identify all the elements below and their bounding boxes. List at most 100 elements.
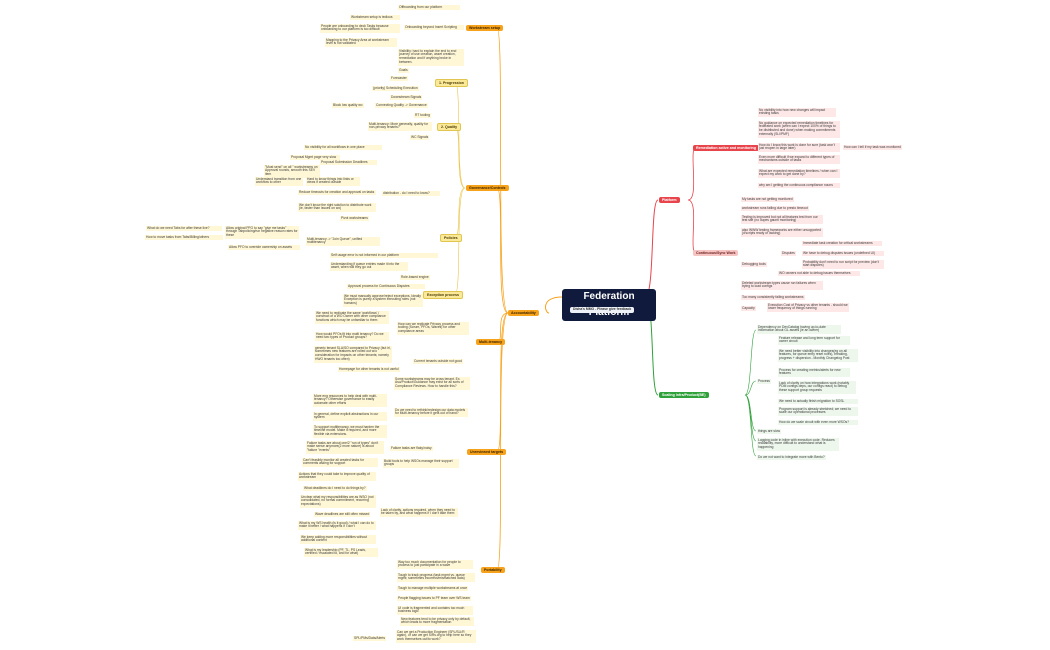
list-item: Proposal Submission Deadlines bbox=[320, 160, 377, 165]
list-item: Wave deadlines are still often missed bbox=[314, 511, 371, 517]
list-item: Mapping to the Privacy Area at workstrea… bbox=[325, 38, 397, 47]
list-item: distribution - do I need to know? bbox=[382, 191, 440, 196]
list-item: How to move tasks from Tabs/Billing/othe… bbox=[145, 235, 223, 240]
root-subtitle: Disha's MMO - Please give feedback bbox=[570, 307, 635, 313]
list-item: Immediate task creation for critical wor… bbox=[802, 241, 882, 246]
subgroup-progression[interactable]: 1. Progression bbox=[435, 79, 468, 88]
list-item: What are expected remediation timelines … bbox=[758, 169, 840, 178]
list-item: Role-based engine bbox=[400, 274, 430, 280]
list-item: SPL/PMs/Data/Alerts bbox=[353, 635, 386, 641]
list-item: New features tend to be privacy only by … bbox=[400, 617, 474, 626]
list-item: Probability don't need to run script for… bbox=[802, 260, 884, 269]
group-multi-tenancy[interactable]: Multi-tenancy bbox=[476, 339, 506, 346]
group-workstream-setup[interactable]: Workstream setup bbox=[466, 25, 504, 32]
list-item: "Must send" on all " workstreams on Appr… bbox=[264, 165, 320, 178]
list-item: Testing is improved but not all features… bbox=[741, 215, 823, 224]
list-item: Block low quality wo bbox=[332, 102, 364, 108]
list-item: Disputes bbox=[781, 250, 796, 256]
list-item: Goals bbox=[398, 67, 409, 73]
list-item: Even more difficult if we expand to diff… bbox=[758, 155, 840, 164]
list-item: Tough to track progress (task mgmt vs. q… bbox=[397, 573, 475, 582]
list-item: Build tools to help WSOs manage their su… bbox=[383, 459, 459, 468]
list-item: Lack of clarity on how integrations work… bbox=[778, 381, 856, 394]
group-governance-controls[interactable]: Governance/Controls bbox=[466, 185, 509, 192]
list-item: Execution Cost of Privacy vs other tenan… bbox=[767, 302, 849, 312]
list-item: What is my leadership (PF, TL, PS Leads,… bbox=[304, 548, 378, 557]
list-item: To support multitenancy, we must harden … bbox=[313, 425, 387, 438]
list-item: Reduce timeouts for creation and approva… bbox=[298, 189, 376, 195]
list-item: People flagging issues to PF team over W… bbox=[397, 595, 471, 601]
list-item: why am I getting the continuous complian… bbox=[758, 183, 840, 188]
list-item: Way too much documentation for people to… bbox=[397, 560, 473, 569]
list-item: Lack of clarity, actions required, when … bbox=[380, 508, 458, 517]
list-item: Understand transition from one workflow … bbox=[255, 176, 303, 186]
list-item: Logging code in inline with execution co… bbox=[757, 438, 839, 451]
list-item: Capacity bbox=[741, 305, 756, 311]
list-item: We keep adding more responsibilities wit… bbox=[300, 535, 376, 544]
list-item: How can we replicate Privacy process and… bbox=[397, 322, 469, 335]
list-item: Forecaster bbox=[390, 75, 408, 81]
list-item: What do we need Tabs for after these liv… bbox=[146, 226, 222, 231]
list-item: How would PFOs fit into multi tenancy? D… bbox=[315, 332, 389, 341]
group-unreviewed-targets[interactable]: Unreviewed targets bbox=[467, 449, 507, 456]
list-item: Onboarding beyond Insert Scripting bbox=[404, 25, 464, 30]
list-item: Tough to manage multiple workstreams at … bbox=[397, 585, 469, 591]
list-item: Failure tasks are flaky/noisy bbox=[390, 445, 433, 451]
list-item: No guidance on expected remediation time… bbox=[758, 121, 840, 138]
list-item: Downstream Signals bbox=[390, 94, 423, 100]
group-portability[interactable]: Portability bbox=[481, 567, 505, 574]
list-item: Self usage error is not informed in our … bbox=[330, 253, 438, 258]
list-item: Failure tasks are about one/2 "run of ty… bbox=[306, 441, 384, 454]
subgroup-exception-process[interactable]: Exception process bbox=[423, 291, 463, 300]
subgroup-policies[interactable]: Policies bbox=[440, 234, 462, 243]
list-item: Homepage for other tenants is not useful bbox=[338, 366, 400, 372]
list-item: We need better visibility into changes(e… bbox=[778, 349, 858, 362]
list-item: How do we scale circuit with even more W… bbox=[778, 420, 858, 425]
list-item: We don't know the right solution to dist… bbox=[298, 203, 376, 212]
list-item: Dependency on DevCatalog having up-to-da… bbox=[757, 325, 841, 334]
list-item: generic tenant SLA/SO compared to Privac… bbox=[314, 345, 392, 363]
list-item: Multi-tenancy: More generally, quality f… bbox=[368, 122, 432, 131]
list-item: Understanding if queue entries made it i… bbox=[330, 262, 408, 271]
list-item: Workstream setup is tedious bbox=[350, 15, 400, 20]
list-item: We need to actually finish migration to … bbox=[778, 399, 858, 404]
list-item: Approval process for Continuous Disputes bbox=[347, 284, 425, 289]
list-item: How can I tell if my task was monitored bbox=[843, 144, 902, 150]
list-item: Do we need to rethink/redesign our data … bbox=[394, 408, 468, 417]
list-item: Pivot workstreams bbox=[340, 215, 369, 221]
list-item: No visibility for all workflows in one p… bbox=[304, 145, 382, 150]
branch-platform[interactable]: Platform bbox=[659, 197, 680, 204]
list-item: People are onboarding to deck Tasks beca… bbox=[320, 24, 400, 33]
list-item: What is my WS health (is it good) / what… bbox=[298, 521, 376, 530]
list-item: WC Signals bbox=[410, 134, 430, 140]
list-item: Hard to know things into links or views … bbox=[306, 177, 360, 186]
list-item: How do I know this work is done for sure… bbox=[758, 143, 840, 152]
group-remediation[interactable]: Remediation active and monitoring bbox=[693, 145, 759, 152]
list-item: More eng resources to help deal with mul… bbox=[313, 394, 387, 407]
list-item: Process for creating metrics/alerts for … bbox=[778, 368, 850, 377]
list-item: Allow original PFG to say "give me tasks… bbox=[225, 225, 299, 239]
root-node[interactable]: Federation Platform bbox=[562, 289, 656, 321]
list-item: No visibility into how new changes will … bbox=[758, 108, 836, 117]
list-item: Process bbox=[757, 378, 771, 384]
list-item: We have to debug disputes issues (undefi… bbox=[802, 251, 884, 256]
list-item: In general, define explicit abstractions… bbox=[313, 412, 387, 421]
list-item: Offboarding from our platform bbox=[398, 5, 460, 10]
list-item: Deleted workstream types cause run failu… bbox=[741, 281, 823, 290]
list-item: Can't feasibly monitor all created tasks… bbox=[302, 458, 378, 467]
list-item: workstream runs failing due to presto ti… bbox=[741, 205, 809, 211]
branch-scaling[interactable]: Scaling Infra/Product(BE) bbox=[659, 392, 709, 399]
subgroup-quality[interactable]: 2. Quality bbox=[437, 123, 462, 132]
list-item: Debugging tools bbox=[741, 261, 767, 267]
list-item: Do we not want to integrate more with Be… bbox=[757, 454, 826, 460]
list-item: Feature release and long term support fo… bbox=[778, 336, 850, 345]
group-continuous-work[interactable]: Continuous/Sync Work bbox=[693, 250, 739, 257]
list-item: WO owners not able to debug issues thems… bbox=[778, 271, 860, 276]
list-item: Unclear what my responsibilities are as … bbox=[300, 495, 376, 508]
list-item: Can we get a Production Engineer (SPL/SL… bbox=[396, 630, 476, 643]
list-item: things are slow bbox=[757, 428, 781, 434]
list-item: UI code is fragmented and contains too m… bbox=[397, 606, 473, 615]
branch-accountability[interactable]: Accountability bbox=[508, 310, 539, 317]
list-item: (priority) Scheduling Execution bbox=[372, 85, 419, 91]
